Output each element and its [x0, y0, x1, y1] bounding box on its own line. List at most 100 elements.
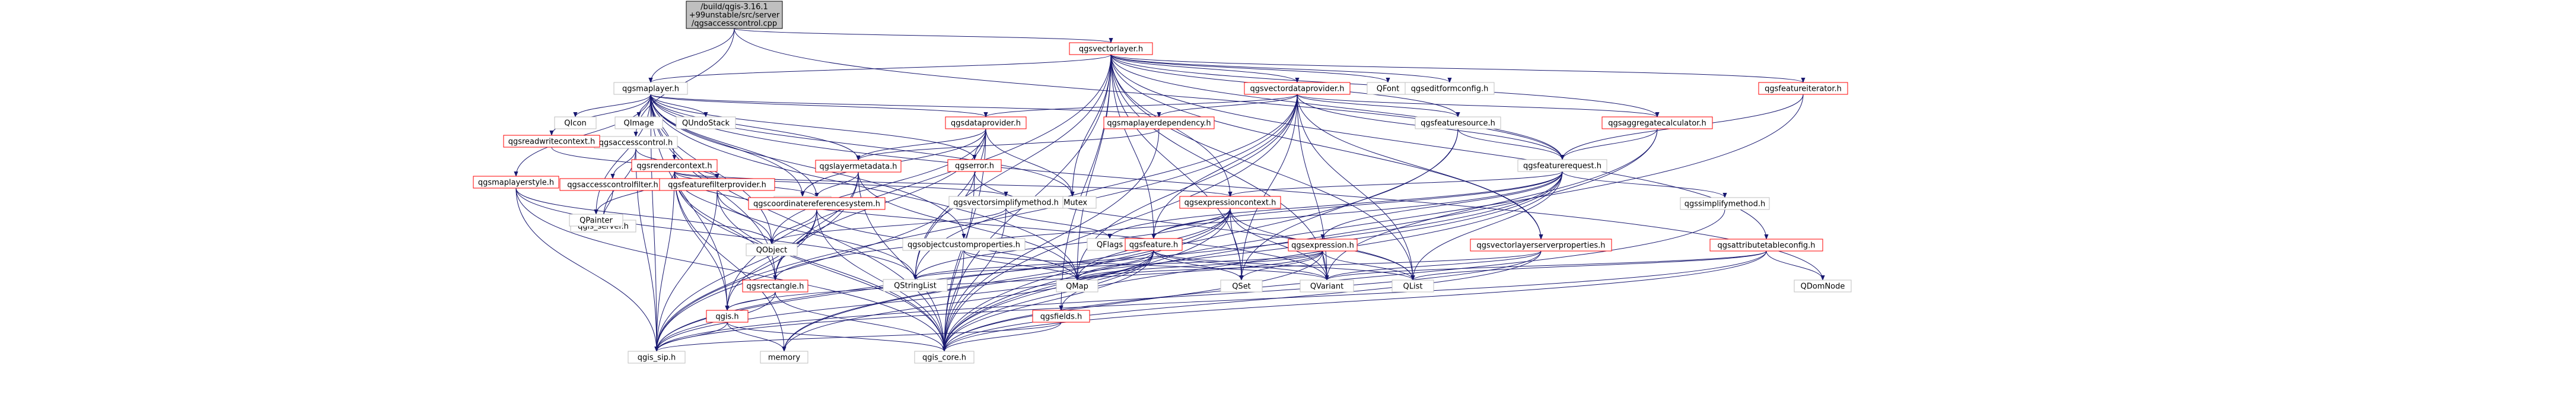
node-qgsattributetableconfig[interactable]: qgsattributetableconfig.h [1709, 239, 1823, 252]
node-label-qimage: QImage [624, 119, 654, 128]
include-edge-qgsmaplayer-to-qundostack [650, 94, 708, 117]
include-edge-qgsfeature-to-memory [782, 250, 1154, 352]
node-box-root [686, 1, 783, 29]
include-edge-qgsobjectcustomproperties-to-qmap [963, 250, 1080, 281]
include-edge-qgsfeaturesource-to-qset [1239, 128, 1459, 281]
include-edge-qgsvectorlayerserverproperties-to-qvariant [1324, 250, 1542, 281]
node-box-qgsfeaturerequest [1517, 159, 1607, 172]
include-edge-qgsfeaturerequest-to-qgis_core [942, 171, 1563, 352]
node-box-qgsfeature [1125, 238, 1183, 251]
node-qmap[interactable]: QMap [1056, 279, 1098, 293]
node-qgsmaplayer[interactable]: qgsmaplayer.h [613, 82, 688, 95]
node-box-qgseditformconfig [1405, 82, 1495, 95]
node-qgsfeaturefilterprovider[interactable]: qgsfeaturefilterprovider.h [659, 178, 775, 191]
node-qimage[interactable]: QImage [614, 116, 663, 129]
node-qgsobjectcustomproperties[interactable]: qgsobjectcustomproperties.h [902, 238, 1026, 251]
node-qgsaccesscontrolfilter[interactable]: qgsaccesscontrolfilter.h [559, 178, 666, 191]
node-box-qgsmaplayerdependency [1103, 116, 1215, 129]
node-label-qgsrendercontext: qgsrendercontext.h [636, 162, 712, 171]
node-qgsvectordataprovider[interactable]: qgsvectordataprovider.h [1244, 82, 1351, 95]
include-edge-qgsmaplayerstyle-to-qgis_sip [515, 188, 659, 352]
node-qflags[interactable]: QFlags [1087, 238, 1133, 251]
node-qgsaggregatecalculator[interactable]: qgsaggregatecalculator.h [1601, 116, 1713, 129]
node-qfont[interactable]: QFont [1367, 82, 1409, 95]
node-label-qfont: QFont [1377, 85, 1400, 94]
include-edge-qgsvectorlayer-to-qgsvectordataprovider [1110, 54, 1300, 83]
node-label-qgsfeaturerequest: qgsfeaturerequest.h [1523, 162, 1601, 171]
node-qgsmaplayerstyle[interactable]: qgsmaplayerstyle.h [473, 176, 559, 189]
node-memory[interactable]: memory [760, 351, 808, 364]
include-edge-qgsaggregatecalculator-to-qvariant [1324, 128, 1658, 281]
node-qgsvectorlayerserverproperties[interactable]: qgsvectorlayerserverproperties.h [1470, 239, 1612, 252]
node-qobject[interactable]: QObject [746, 243, 798, 256]
include-edge-qgis-to-memory [727, 322, 787, 352]
node-qundostack[interactable]: QUndoStack [676, 116, 736, 129]
node-box-qvariant [1300, 279, 1354, 293]
node-qgsrectangle[interactable]: qgsrectangle.h [742, 279, 808, 293]
node-box-qdomnode [1794, 279, 1852, 293]
include-edge-qgslayermetadata-to-qgsrectangle [773, 171, 859, 281]
node-box-qgis [706, 310, 749, 323]
node-qgsfeatureiterator[interactable]: qgsfeatureiterator.h [1758, 82, 1848, 95]
node-box-qgsvectorsimplifymethod [948, 196, 1063, 209]
node-label-qgsobjectcustomproperties: qgsobjectcustomproperties.h [908, 241, 1020, 250]
node-label-qgsdataprovider: qgsdataprovider.h [951, 119, 1021, 128]
node-qgslayermetadata[interactable]: qgslayermetadata.h [815, 160, 902, 173]
node-box-qgis_core [914, 351, 975, 364]
node-qgis[interactable]: qgis.h [706, 310, 749, 323]
include-edge-qgsfeaturerequest-to-qflags [1107, 171, 1563, 239]
include-edge-qgserror-to-qlist [974, 171, 1415, 281]
node-label-qgis_sip: qgis_sip.h [638, 354, 676, 363]
include-edge-qgsfeaturefilterprovider-to-qstringlist [717, 190, 918, 280]
node-qgsfeaturerequest[interactable]: qgsfeaturerequest.h [1517, 159, 1607, 172]
node-label-qvariant: QVariant [1310, 282, 1343, 291]
node-qgsdataprovider[interactable]: qgsdataprovider.h [945, 116, 1027, 129]
node-qgsfields[interactable]: qgsfields.h [1032, 310, 1090, 323]
node-qlist[interactable]: QList [1392, 279, 1434, 293]
node-qgis_core[interactable]: qgis_core.h [914, 351, 975, 364]
node-qgis_sip[interactable]: qgis_sip.h [628, 351, 686, 364]
node-qgsmaplayerdependency[interactable]: qgsmaplayerdependency.h [1103, 116, 1215, 129]
include-edge-qgsaccesscontrol-to-qgsaccesscontrolfilter [610, 148, 636, 179]
include-edge-qgsfields-to-qgis_core [942, 322, 1062, 352]
include-edge-qgsmaplayerdependency-to-qgslayermetadata [856, 128, 1160, 161]
include-edge-qgsvectorlayer-to-qgsfeature [1110, 54, 1156, 239]
node-label-qgsmaplayerstyle: qgsmaplayerstyle.h [478, 179, 554, 188]
edge-layer [514, 28, 1825, 352]
include-edge-qgsvectorlayer-to-qgsfeaturerequest [1110, 54, 1565, 160]
node-qgsfeature[interactable]: qgsfeature.h [1125, 238, 1183, 251]
include-edge-qgsvectorlayer-to-qgsfeatureiterator [1110, 54, 1806, 83]
node-label-qgsaccesscontrolfilter: qgsaccesscontrolfilter.h [567, 181, 658, 190]
node-qgseditformconfig[interactable]: qgseditformconfig.h [1405, 82, 1495, 95]
node-qgscoordinatereferencesystem[interactable]: qgscoordinatereferencesystem.h [748, 197, 886, 210]
node-qgsvectorsimplifymethod[interactable]: qgsvectorsimplifymethod.h [948, 196, 1063, 209]
node-label-qgsvectordataprovider: qgsvectordataprovider.h [1250, 85, 1345, 94]
node-box-qgslayermetadata [815, 160, 902, 173]
node-qdomnode[interactable]: QDomNode [1794, 279, 1852, 293]
node-qset[interactable]: QSet [1220, 279, 1263, 293]
node-qicon[interactable]: QIcon [554, 116, 597, 129]
node-label-qmap: QMap [1066, 282, 1088, 291]
node-qgserror[interactable]: qgserror.h [947, 159, 1002, 172]
node-box-qlist [1392, 279, 1434, 293]
include-edge-qgis-to-qgis_sip [654, 322, 728, 352]
node-qstringlist[interactable]: QStringList [883, 279, 948, 292]
node-qgsexpression[interactable]: qgsexpression.h [1288, 239, 1358, 252]
node-qgsrendercontext[interactable]: qgsrendercontext.h [631, 159, 718, 172]
node-label-qgsvectorlayer: qgsvectorlayer.h [1079, 45, 1143, 54]
include-edge-qgsvectordataprovider-to-qgsdataprovider [983, 94, 1298, 117]
include-edge-qgsmaplayer-to-qgsmaplayerdependency [650, 94, 1161, 117]
node-qgsexpressioncontext[interactable]: qgsexpressioncontext.h [1179, 196, 1281, 209]
include-edge-qgsmaplayer-to-qgscoordinatereferencesystem [650, 94, 819, 198]
node-qpainter[interactable]: QPainter [569, 214, 623, 227]
include-edge-qgsvectordataprovider-to-qgsfeature [1151, 94, 1298, 239]
node-qvariant[interactable]: QVariant [1300, 279, 1354, 293]
include-edge-qgsvectordataprovider-to-qset [1239, 94, 1298, 281]
node-qgsvectorlayer[interactable]: qgsvectorlayer.h [1069, 42, 1153, 55]
node-qgssimplifymethod[interactable]: qgssimplifymethod.h [1680, 197, 1770, 210]
node-label-qgsattributetableconfig: qgsattributetableconfig.h [1717, 242, 1815, 250]
node-qgsfeaturesource[interactable]: qgsfeaturesource.h [1415, 116, 1501, 129]
node-box-qobject [746, 243, 798, 256]
node-qgsaccesscontrol[interactable]: qgsaccesscontrol.h [594, 136, 678, 149]
node-qgsreadwritecontext[interactable]: qgsreadwritecontext.h [503, 135, 600, 148]
